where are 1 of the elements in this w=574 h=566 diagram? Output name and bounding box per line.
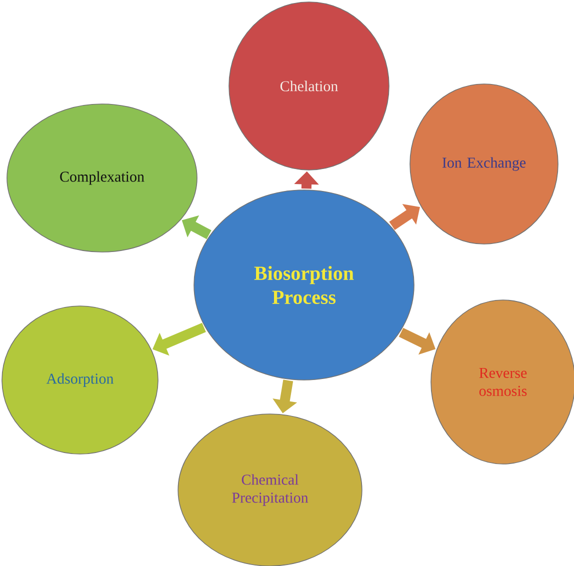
block-arrow [389,204,420,230]
